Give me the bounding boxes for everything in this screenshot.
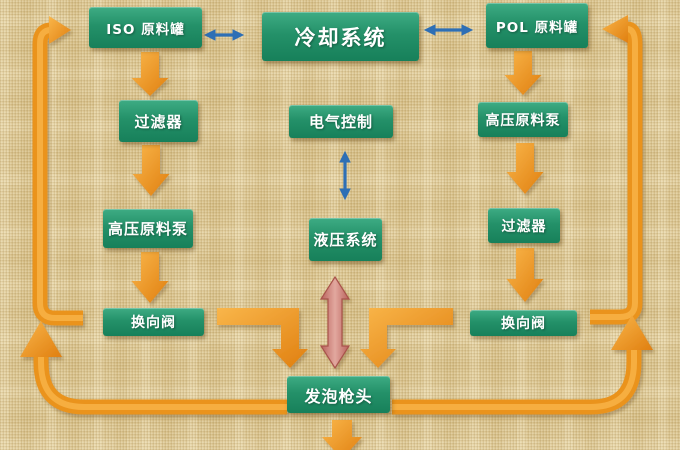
node-hydraulic-system: 液压系统 <box>309 218 382 261</box>
double-arrow-electric-hydraulic-head-top <box>339 150 351 163</box>
double-arrow-cooling-pol-head-left <box>423 24 436 36</box>
node-pump-right-label: 高压原料泵 <box>485 112 561 129</box>
node-filter-left: 过滤器 <box>119 100 198 142</box>
node-valve-right-label: 换向阀 <box>501 316 546 332</box>
node-valve-right: 换向阀 <box>470 310 577 336</box>
node-filter-right-label: 过滤器 <box>501 218 547 235</box>
arrow-valve-left-to-foam-gun <box>217 308 308 368</box>
node-electric-control-label: 电气控制 <box>308 113 373 131</box>
double-arrow-electric-hydraulic-head-bottom <box>339 188 351 201</box>
arrow-pump-left-to-valve-left <box>131 252 169 303</box>
pipe-foam-gun-return-left-highlight <box>38 354 287 410</box>
double-arrow-iso-cooling-head-left <box>203 29 216 41</box>
arrow-iso-tank-to-filter-left <box>131 52 169 96</box>
arrowhead-into-iso-tank <box>49 16 71 44</box>
pipe-foam-gun-return-left <box>33 354 287 415</box>
pipe-valve-left-to-iso-tank-highlight <box>37 27 83 321</box>
node-foam-gun-label: 发泡枪头 <box>304 386 373 406</box>
node-iso-tank: ISO 原料罐 <box>89 7 202 48</box>
node-iso-tank-label: ISO 原料罐 <box>106 21 185 38</box>
double-arrow-hydraulic-to-foam-gun <box>319 275 351 370</box>
node-foam-gun: 发泡枪头 <box>287 376 390 413</box>
arrowhead-up-right-return <box>611 315 653 350</box>
arrow-pol-tank-to-pump-right <box>504 51 542 95</box>
node-pol-tank: POL 原料罐 <box>486 3 588 48</box>
double-arrow-cooling-pol-head-right <box>461 24 474 36</box>
double-arrow-iso-cooling-head-right <box>232 29 245 41</box>
node-cooling-system-label: 冷却系统 <box>294 25 387 50</box>
pipe-valve-right-to-pol-tank-highlight <box>590 26 638 320</box>
node-valve-left: 换向阀 <box>103 308 204 336</box>
arrow-pump-right-to-filter-right <box>506 143 544 194</box>
arrow-foam-gun-outlet <box>322 420 362 450</box>
node-cooling-system: 冷却系统 <box>262 12 419 61</box>
node-valve-left-label: 换向阀 <box>131 315 176 331</box>
node-hydraulic-system-label: 液压系统 <box>313 231 378 249</box>
node-filter-left-label: 过滤器 <box>134 112 183 131</box>
node-pol-tank-label: POL 原料罐 <box>495 19 579 36</box>
pipe-foam-gun-return-right-highlight <box>392 348 637 410</box>
blue-double-arrows <box>203 24 474 201</box>
node-filter-right: 过滤器 <box>488 208 560 243</box>
node-pump-left: 高压原料泵 <box>103 209 193 248</box>
node-pump-right: 高压原料泵 <box>478 102 568 137</box>
node-pump-left-label: 高压原料泵 <box>107 220 188 238</box>
arrow-filter-left-to-pump-left <box>132 145 170 196</box>
arrow-valve-right-to-foam-gun <box>360 308 453 368</box>
arrowhead-up-left-return <box>20 321 62 357</box>
pipe-valve-right-to-pol-tank <box>590 21 643 325</box>
arrow-filter-right-to-valve-right <box>506 248 544 302</box>
pipe-foam-gun-return-right <box>392 348 642 415</box>
arrowhead-into-pol-tank <box>602 15 628 43</box>
node-electric-control: 电气控制 <box>289 105 393 138</box>
pipe-valve-left-to-iso-tank <box>32 22 83 326</box>
